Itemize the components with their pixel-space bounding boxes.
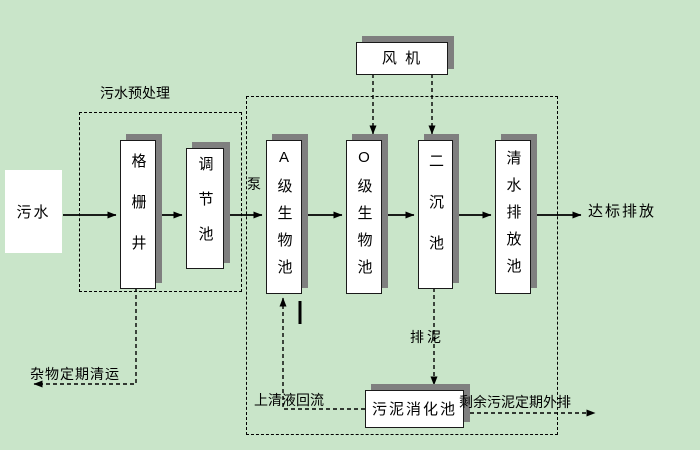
sludge-digestion-tank-box: 污泥消化池 [365, 390, 464, 428]
biological-treatment-group-outline [246, 96, 558, 435]
grid-well-box: 格栅井 [120, 140, 156, 289]
influent-box: 污水 [5, 170, 62, 253]
pretreatment-title-label: 污水预处理 [100, 85, 170, 101]
secondary-sedimentation-tank-box: 二沉池 [418, 140, 453, 289]
debris-removal-label: 杂物定期清运 [30, 366, 120, 382]
pretreatment-group-outline [79, 112, 242, 292]
o-level-bio-tank-box: O级生物池 [346, 140, 382, 294]
arrow-debris-removal [33, 288, 137, 388]
arrow-supernatant-return [279, 297, 365, 410]
clear-water-discharge-tank-box: 清水排放池 [495, 140, 531, 294]
excess-sludge-out-label: 剩余污泥定期外排 [459, 394, 571, 410]
a-level-bio-tank-box: A级生物池 [266, 140, 302, 294]
regulating-tank-box: 调节池 [186, 148, 224, 269]
influent-label: 污水 [16, 204, 51, 221]
pump-label: 泵 [247, 176, 261, 192]
supernatant-return-label: 上清液回流 [254, 392, 324, 408]
sludge-out-label: 排泥 [410, 329, 444, 345]
fan-box: 风 机 [356, 42, 448, 75]
effluent-label: 达标排放 [588, 203, 657, 220]
